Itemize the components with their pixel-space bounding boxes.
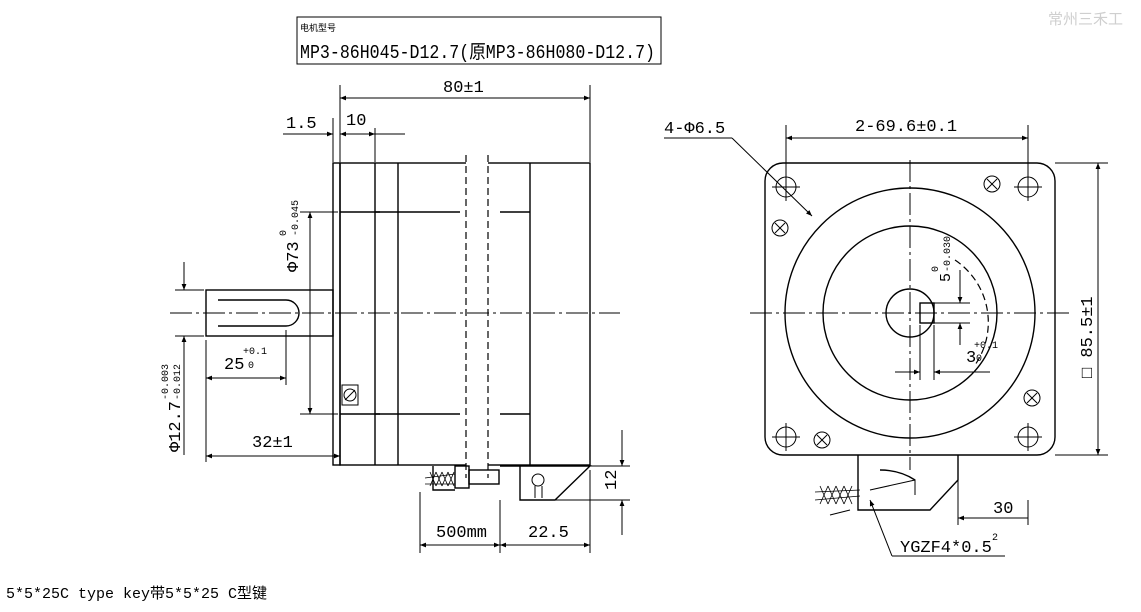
dim-conn-offset: 30 <box>993 500 1013 519</box>
dim-key-depth-tol-upper: +0.1 <box>974 341 998 352</box>
cable-spec: YGZF4*0.5 <box>900 539 992 558</box>
dim-pilot-dia: Φ73 <box>285 241 304 272</box>
title-label: 电机型号 <box>300 22 336 34</box>
dim-key-width: 5 <box>938 273 955 282</box>
dim-key-len-tol-upper: +0.1 <box>243 347 267 358</box>
dim-pilot-tol-lower: -0.045 <box>291 200 302 236</box>
dim-pilot-tol-upper: 0 <box>279 230 290 236</box>
dim-hole-pitch: 2-69.6±0.1 <box>855 118 957 137</box>
dim-shaft-dia: Φ12.7 <box>167 401 186 452</box>
dim-cable-exit: 22.5 <box>528 524 569 543</box>
dim-square: □ 85.5±1 <box>1079 296 1098 378</box>
dim-key-len: 25 <box>224 356 244 375</box>
watermark: 常州三禾工 <box>1048 10 1123 28</box>
dim-shaft-tol-lower: -0.012 <box>173 364 184 400</box>
dim-key-width-tol-upper: 0 <box>931 266 942 272</box>
mounting-holes <box>772 173 1042 451</box>
model-number: MP3-86H045-D12.7(原MP3-86H080-D12.7) <box>300 42 655 64</box>
dim-flange: 1.5 <box>286 115 317 134</box>
dim-key-depth-tol-lower: 0 <box>976 354 982 365</box>
dim-cable-h: 12 <box>603 470 622 490</box>
side-view: 80±1 1.5 10 Φ73 0 -0.045 25 +0.1 0 Φ12.7 <box>161 79 630 553</box>
dim-key-len-tol-lower: 0 <box>248 361 254 372</box>
motor-body <box>339 162 591 466</box>
key-slot <box>218 299 300 327</box>
dim-length: 80±1 <box>443 79 484 98</box>
dim-key-depth: 3 <box>966 349 976 368</box>
dim-cable-len: 500mm <box>436 524 487 543</box>
flange-plate <box>332 162 341 466</box>
dim-holes: 4-Φ6.5 <box>664 120 725 139</box>
key-note: 5*5*25C type key带5*5*25 C型键 <box>6 585 267 603</box>
dim-key-width-tol-lower: -0.030 <box>943 236 954 272</box>
title-box: 电机型号 MP3-86H045-D12.7(原MP3-86H080-D12.7) <box>296 16 662 65</box>
dim-pilot: 10 <box>346 112 366 131</box>
screws <box>771 175 1041 449</box>
cable-spec-sup: 2 <box>992 533 998 544</box>
front-view: 4-Φ6.5 2-69.6±0.1 □ 85.5±1 5 0 -0.030 3 … <box>664 118 1108 558</box>
dim-shaft-len: 32±1 <box>252 434 293 453</box>
dim-shaft-tol-upper: -0.003 <box>161 364 172 400</box>
